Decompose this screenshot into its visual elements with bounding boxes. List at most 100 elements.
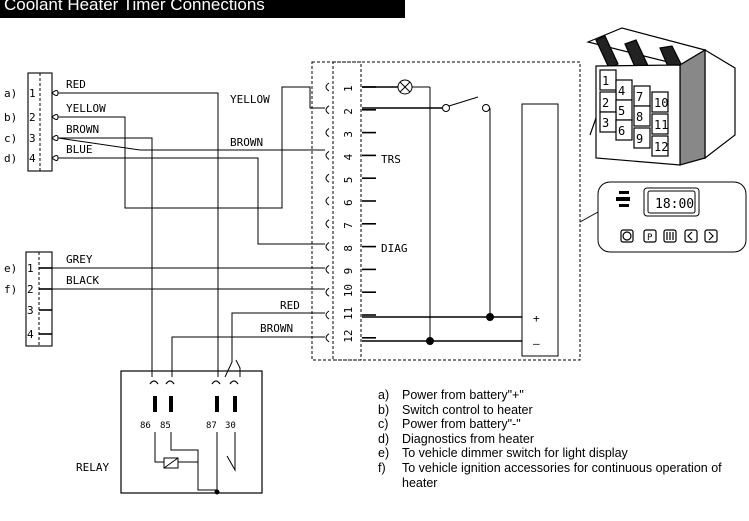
label-brown-left: BROWN [66, 123, 99, 136]
timer-module [311, 61, 581, 361]
conn2-pin-3: 3 [27, 304, 34, 317]
connector-pin-number: 1 [602, 74, 609, 88]
legend-text: To vehicle dimmer switch for light displ… [402, 446, 628, 461]
terminal-clip [325, 173, 330, 183]
relay-pin-87: 87 [206, 421, 217, 431]
terminal-clip [325, 333, 330, 343]
legend-row: f)To vehicle ignition accessories for co… [378, 461, 748, 490]
terminal-number: 7 [342, 222, 355, 229]
legend-key: c) [378, 417, 389, 432]
label-blue: BLUE [66, 143, 93, 156]
connector-cell [651, 135, 669, 157]
terminal-clip [325, 242, 330, 252]
conn1-pin-2: 2 [29, 111, 36, 124]
terminal-number: 1 [342, 85, 355, 92]
terminal-number: 8 [342, 245, 355, 252]
legend: a) Power from battery"+" b) Switch control … [378, 388, 748, 490]
terminal-number: 12 [342, 330, 355, 343]
label-brown-mid: BROWN [230, 136, 263, 149]
connector-pin-number: 5 [618, 104, 625, 118]
letter-b: b) [4, 111, 17, 124]
left-connector-1: 1 2 3 4 a) b) c) d) [4, 72, 59, 172]
label-brown-bottom: BROWN [260, 322, 293, 335]
legend-key: b) [378, 402, 390, 417]
legend-text: Power from battery"+" [402, 388, 524, 402]
conn1-pin-1: 1 [29, 87, 36, 100]
terminal-number: 3 [342, 131, 355, 138]
label-red-top: RED [66, 78, 86, 91]
connector-cell [633, 105, 651, 127]
letter-e: e) [4, 262, 17, 275]
left-connector-2: 1 2 3 4 e) f) [4, 251, 53, 347]
letter-d: d) [4, 152, 17, 165]
terminal-clip [325, 264, 330, 274]
terminal-clip [325, 287, 330, 297]
conn1-pin-3: 3 [29, 132, 36, 145]
wire-labels: RED YELLOW BROWN BLUE YELLOW BROWN GREY … [66, 78, 300, 335]
legend-row: b) Switch control to heater [378, 403, 748, 418]
terminal-clip [325, 150, 330, 160]
legend-row: c) Power from battery"-" [378, 417, 748, 432]
label-red-bottom: RED [280, 299, 300, 312]
terminal-number: 4 [342, 153, 355, 160]
connector-pin-number: 8 [636, 110, 643, 124]
connector-cell [633, 127, 651, 149]
terminal-number: 2 [342, 108, 355, 115]
connector-pin-number: 9 [636, 132, 643, 146]
connector-pin-number: 6 [618, 124, 625, 138]
legend-key: f) [378, 460, 386, 475]
conn1-pin-4: 4 [29, 152, 36, 165]
connector-pin-number: 11 [654, 118, 668, 132]
timer-display-texts: 18:00 P [647, 197, 694, 243]
letter-a: a) [4, 87, 17, 100]
legend-key: e) [378, 446, 390, 461]
legend-row: a) Power from battery"+" [378, 388, 748, 403]
legend-key: a) [378, 388, 390, 402]
diag-label: DIAG [381, 242, 408, 255]
connector-pin-number: 7 [636, 90, 643, 104]
connector-pin-number: 12 [654, 140, 668, 154]
letter-f: f) [4, 283, 17, 296]
timer-connector-illustration [586, 27, 736, 166]
terminal-number: 11 [342, 307, 355, 320]
connector-cell [651, 91, 669, 113]
legend-text: Diagnostics from heater [402, 431, 535, 446]
timer-display-unit [579, 181, 747, 253]
label-yellow-left: YELLOW [66, 102, 106, 115]
connector-pin-number: 4 [618, 84, 625, 98]
p-button-icon: P [647, 233, 653, 243]
trs-label: TRS [381, 153, 401, 166]
relay [120, 370, 263, 495]
conn2-pin-2: 2 [27, 283, 34, 296]
terminal-clip [325, 310, 330, 320]
title-bar: Coolant Heater Timer Connections [0, 0, 405, 18]
letter-c: c) [4, 132, 17, 145]
terminal-number: 5 [342, 177, 355, 184]
wires [52, 86, 325, 378]
terminal-number: 10 [342, 284, 355, 297]
relay-label: RELAY [76, 461, 109, 474]
legend-text: Power from battery"-" [402, 417, 521, 432]
terminal-clip [325, 82, 330, 92]
terminal-clip [325, 105, 330, 115]
legend-row: e) To vehicle dimmer switch for light dis… [378, 446, 748, 461]
plus-label: + [533, 312, 540, 325]
connector-cell [615, 119, 633, 141]
legend-row: d) Diagnostics from heater [378, 432, 748, 447]
terminal-clip [325, 219, 330, 229]
diagram-title: Coolant Heater Timer Connections [4, 0, 265, 14]
connector-pin-number: 3 [602, 116, 609, 130]
conn2-pin-4: 4 [27, 328, 34, 341]
relay-pin-30: 30 [225, 421, 236, 431]
relay-texts: 86 85 87 30 RELAY [76, 421, 236, 474]
legend-key: d) [378, 431, 390, 446]
terminal-clip [325, 128, 330, 138]
relay-pin-86: 86 [140, 421, 151, 431]
relay-pin-85: 85 [160, 421, 171, 431]
minus-label: – [533, 337, 540, 350]
legend-text: Switch control to heater [402, 402, 533, 417]
connector-pin-number: 10 [654, 96, 668, 110]
